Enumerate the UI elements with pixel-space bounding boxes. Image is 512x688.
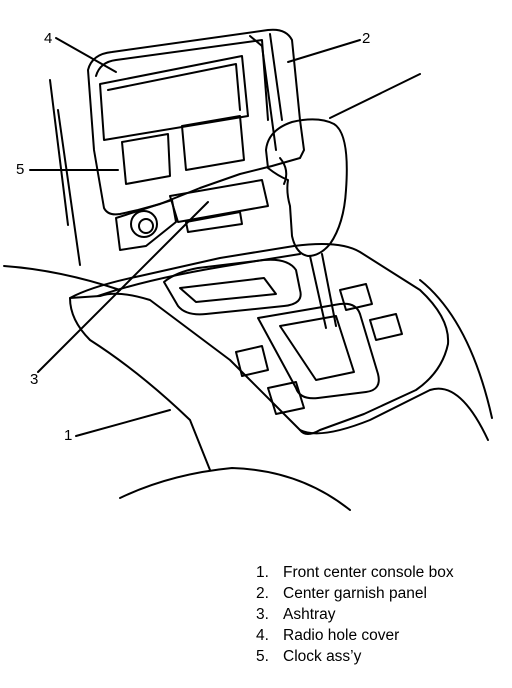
harness-line xyxy=(3,265,121,291)
callout-number-1: 1 xyxy=(64,427,73,444)
dashboard-edge-line xyxy=(57,109,81,266)
shift-gate-slot xyxy=(279,315,355,381)
leader-line-3 xyxy=(37,201,209,373)
knob xyxy=(130,210,158,238)
center-garnish-panel xyxy=(87,28,305,216)
callout-number-5: 5 xyxy=(16,161,25,178)
leader-line-4 xyxy=(55,37,117,73)
legend-number: 4. xyxy=(256,627,269,644)
center-garnish-panel-inner xyxy=(95,39,269,121)
lower-switch-opening xyxy=(181,115,245,171)
legend-number: 5. xyxy=(256,648,269,665)
dashboard-edge-line xyxy=(49,79,69,226)
shift-gate xyxy=(257,302,380,400)
harness-line xyxy=(329,73,421,119)
console-box-side xyxy=(299,387,489,441)
switch xyxy=(369,313,403,341)
radio-hole-cover xyxy=(99,55,249,141)
switch xyxy=(235,345,269,377)
legend-item: 2. Center garnish panel xyxy=(256,583,506,604)
radio-hole-cover-inner xyxy=(107,63,241,111)
legend-label: Front center console box xyxy=(283,564,454,581)
clock-assy xyxy=(121,133,171,185)
legend-label: Center garnish panel xyxy=(283,585,427,602)
legend-item: 4. Radio hole cover xyxy=(256,625,506,646)
knob-center xyxy=(138,218,154,234)
legend-label: Ashtray xyxy=(283,606,336,623)
switch xyxy=(267,381,305,415)
shift-knob xyxy=(265,118,348,257)
ashtray xyxy=(169,179,269,223)
callout-number-4: 4 xyxy=(44,30,53,47)
shift-lever xyxy=(309,255,327,329)
legend-number: 1. xyxy=(256,564,269,581)
legend-number: 2. xyxy=(256,585,269,602)
ashtray-lip xyxy=(185,211,243,233)
shift-lever xyxy=(321,253,337,327)
legend-item: 3. Ashtray xyxy=(256,604,506,625)
floor-line xyxy=(119,467,351,511)
right-body-line xyxy=(419,279,493,419)
storage-tray-inner xyxy=(179,277,277,303)
legend-item: 5. Clock ass’y xyxy=(256,646,506,667)
knob-bezel xyxy=(115,199,177,251)
legend-label: Radio hole cover xyxy=(283,627,400,644)
storage-tray xyxy=(163,258,302,316)
legend-number: 3. xyxy=(256,606,269,623)
callout-number-2: 2 xyxy=(362,30,371,47)
console-box-front xyxy=(69,297,211,471)
leader-line-2 xyxy=(287,39,361,63)
legend-label: Clock ass’y xyxy=(283,648,362,665)
leader-line-1 xyxy=(75,409,171,437)
callout-number-3: 3 xyxy=(30,371,39,388)
shift-knob-grip xyxy=(279,157,288,185)
center-garnish-panel-edge xyxy=(249,35,277,151)
legend-item: 1. Front center console box xyxy=(256,562,506,583)
parts-legend: 1. Front center console box 2. Center garn… xyxy=(256,562,506,667)
center-garnish-panel-edge xyxy=(269,33,283,121)
switch xyxy=(339,283,373,311)
console-box-top-edge xyxy=(97,253,301,297)
front-center-console-box xyxy=(69,243,450,435)
